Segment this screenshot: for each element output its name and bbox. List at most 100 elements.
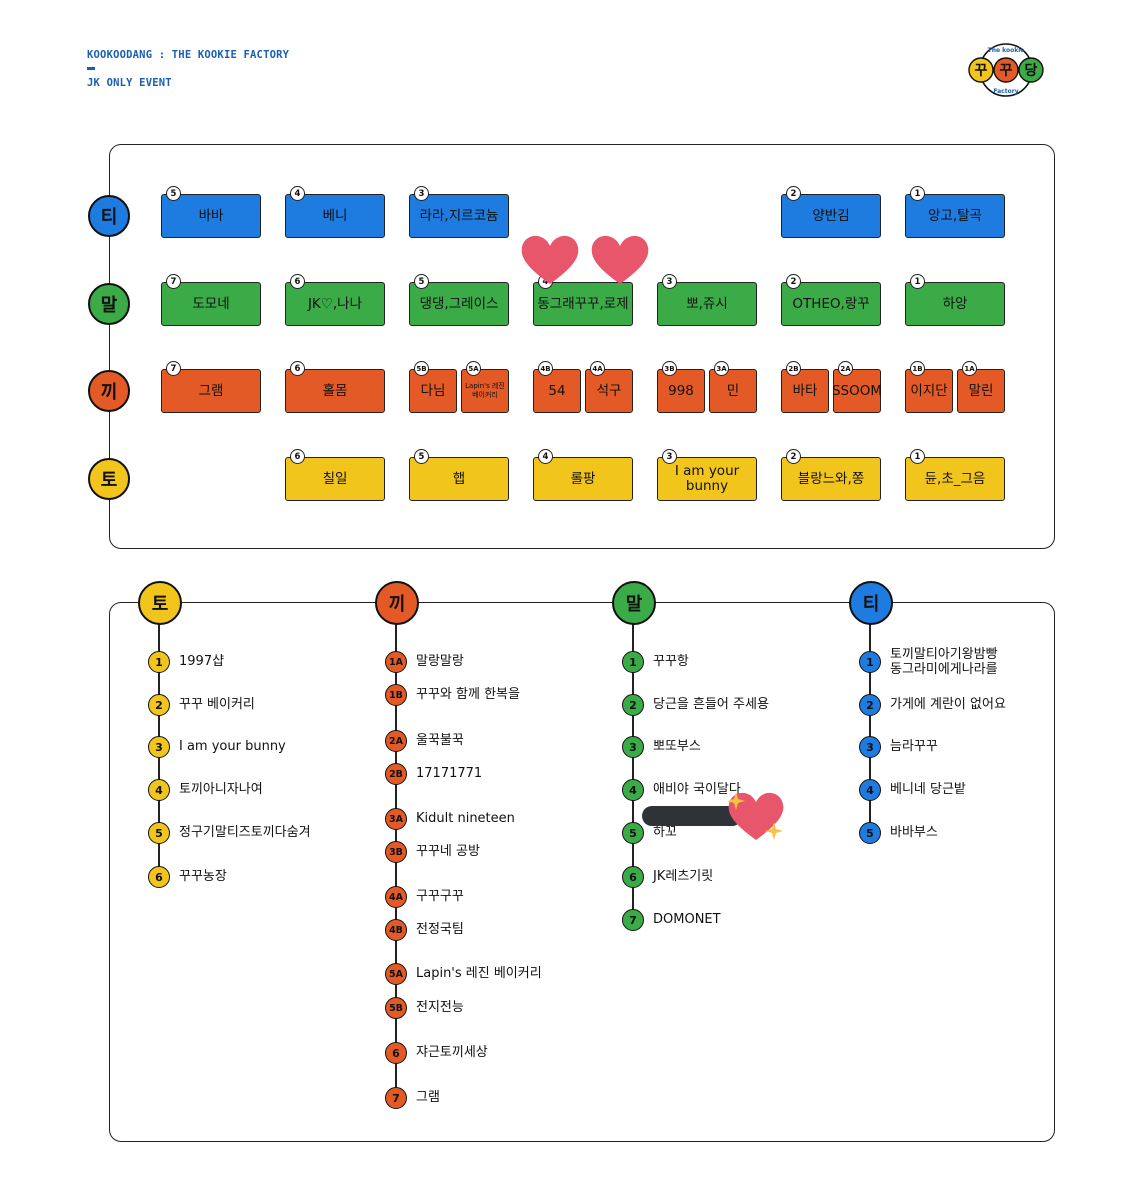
booth-4-6[interactable]: 칠일 [285, 457, 385, 501]
booth-name: 뽀,쥬시 [686, 295, 728, 312]
booth-number-badge: 5 [166, 186, 181, 201]
list-connector-line [632, 602, 634, 920]
booth-2-4[interactable]: 동그래꾸꾸,로제 [533, 282, 633, 326]
booth-number-badge: 5 [414, 449, 429, 464]
booth-4-5[interactable]: 햅 [409, 457, 509, 501]
row-label-1: 티 [88, 195, 130, 237]
booth-number-badge: 6 [290, 274, 305, 289]
booth-3-4b[interactable]: 54 [533, 369, 581, 413]
list-item-number: 7 [622, 909, 644, 931]
logo-arc-top: The kookie [988, 47, 1025, 54]
list-item-name: 꾸꾸네 공방 [416, 844, 480, 859]
list-item-number: 7 [385, 1087, 407, 1109]
list-item-number: 2 [148, 694, 170, 716]
booth-3-5b[interactable]: 다님 [409, 369, 457, 413]
list-item-name: 구꾸구꾸 [416, 889, 464, 904]
booth-number-badge: 5 [414, 274, 429, 289]
booth-number-badge: 4 [290, 186, 305, 201]
list-item-number: 2 [859, 694, 881, 716]
booth-name: 롤팡 [570, 470, 596, 487]
row-label-3: 끼 [88, 370, 130, 412]
booth-3-1b[interactable]: 이지단 [905, 369, 953, 413]
list-item-number: 6 [385, 1042, 407, 1064]
booth-1-2[interactable]: 양반김 [781, 194, 881, 238]
list-item-number: 5 [622, 822, 644, 844]
list-item-name: 가게에 계란이 없어요 [890, 697, 1006, 712]
list-item-number: 3 [859, 736, 881, 758]
booth-2-6[interactable]: JK♡,나나 [285, 282, 385, 326]
booth-name: JK♡,나나 [307, 295, 363, 312]
booth-name: 석구 [596, 382, 622, 399]
booth-name: 다님 [420, 382, 446, 399]
row-label-4: 토 [88, 458, 130, 500]
booth-1-3[interactable]: 라라,지르코늄 [409, 194, 509, 238]
booth-number-badge: 1 [910, 449, 925, 464]
booth-name: 앙고,탈곡 [928, 207, 982, 224]
list-item-name: 베니네 당근밭 [890, 782, 966, 797]
booth-name: 도모네 [192, 295, 230, 312]
heart-sticker-left [521, 235, 579, 284]
booth-name: 54 [548, 382, 566, 399]
booth-2-1[interactable]: 하앙 [905, 282, 1005, 326]
list-item-name: Kidult nineteen [416, 811, 515, 826]
booth-3-1a[interactable]: 말린 [957, 369, 1005, 413]
booth-name: 이지단 [910, 382, 948, 399]
list-item-number: 4 [148, 779, 170, 801]
list-item-name: Lapin's 레진 베이커리 [416, 966, 542, 981]
booth-3-2b[interactable]: 바타 [781, 369, 829, 413]
booth-name: 댕댕,그레이스 [419, 295, 499, 312]
booth-name: 말린 [968, 382, 994, 399]
list-item-name: 1997샵 [179, 654, 225, 669]
booth-2-3[interactable]: 뽀,쥬시 [657, 282, 757, 326]
list-item-name: 꾸꾸 베이커리 [179, 697, 255, 712]
list-item-name: 쟈근토끼세상 [416, 1045, 488, 1060]
booth-4-3[interactable]: I am your bunny [657, 457, 757, 501]
booth-3-7[interactable]: 그램 [161, 369, 261, 413]
list-item-number: 6 [148, 866, 170, 888]
booth-number-badge: 2 [786, 449, 801, 464]
booth-number-badge: 3B [662, 361, 677, 376]
list-connector-line [869, 602, 871, 833]
list-item-name: 정구기말티즈토끼다숨겨 [179, 825, 311, 840]
booth-number-badge: 6 [290, 449, 305, 464]
booth-name: 하앙 [942, 295, 968, 312]
list-item-number: 4 [622, 779, 644, 801]
list-item-name: DOMONET [653, 912, 721, 927]
booth-1-5[interactable]: 바바 [161, 194, 261, 238]
booth-2-5[interactable]: 댕댕,그레이스 [409, 282, 509, 326]
booth-2-2[interactable]: OTHEO,랑꾸 [781, 282, 881, 326]
booth-name: 라라,지르코늄 [419, 207, 499, 224]
booth-number-badge: 2 [786, 186, 801, 201]
list-item-name: 토끼말티아기왕밤빵 동그라미에게나라를 [890, 647, 998, 677]
booth-3-6[interactable]: 홀몸 [285, 369, 385, 413]
booth-3-3a[interactable]: 민 [709, 369, 757, 413]
list-item-number: 5 [148, 822, 170, 844]
booth-number-badge: 3A [714, 361, 729, 376]
logo-char-1: 꾸 [975, 63, 988, 79]
booth-4-4[interactable]: 롤팡 [533, 457, 633, 501]
list-item-name: 말랑말랑 [416, 654, 464, 669]
booth-number-badge: 4B [538, 361, 553, 376]
booth-2-7[interactable]: 도모네 [161, 282, 261, 326]
booth-name: 그램 [198, 382, 224, 399]
list-item-number: 2 [622, 694, 644, 716]
booth-name: 바타 [792, 382, 818, 399]
pill-sticker [642, 806, 742, 826]
list-item-name: JK레츠기릿 [653, 869, 714, 884]
list-item-name: 늠라꾸꾸 [890, 739, 938, 754]
heart-sticker-right [591, 235, 649, 284]
booth-1-4[interactable]: 베니 [285, 194, 385, 238]
booth-1-1[interactable]: 앙고,탈곡 [905, 194, 1005, 238]
booth-number-badge: 3 [414, 186, 429, 201]
booth-3-2a[interactable]: SSOOM [832, 369, 882, 413]
booth-4-2[interactable]: 블랑느와,쫑 [781, 457, 881, 501]
booth-name: 블랑느와,쫑 [797, 470, 865, 487]
kookoodang-logo: 꾸 꾸 당 The kookie Factory [968, 43, 1044, 97]
booth-3-4a[interactable]: 석구 [585, 369, 633, 413]
booth-3-5a[interactable]: Lapin's 레진 베이커리 [461, 369, 509, 413]
booth-3-3b[interactable]: 998 [657, 369, 705, 413]
header-divider [87, 67, 95, 70]
booth-list-panel [109, 602, 1055, 1142]
booth-4-1[interactable]: 듄,초_그음 [905, 457, 1005, 501]
booth-name: 민 [726, 382, 740, 399]
